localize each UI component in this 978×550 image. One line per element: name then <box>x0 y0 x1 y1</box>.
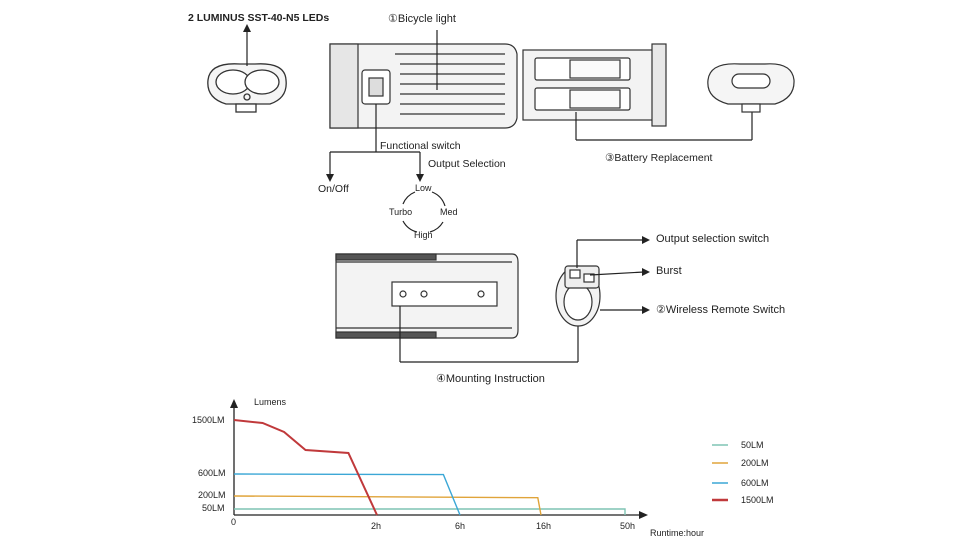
legend-label-50: 50LM <box>741 440 764 450</box>
x-tick-2h: 2h <box>371 521 382 531</box>
mode-turbo-label: Turbo <box>389 207 413 217</box>
functional-switch-label: Functional switch <box>380 140 461 152</box>
series-line-200lm <box>233 495 542 516</box>
y-tick-200: 200LM <box>198 490 226 500</box>
series-line-1500lm <box>233 419 378 516</box>
y-tick-600: 600LM <box>198 468 226 478</box>
mounting-instruction-label: ④Mounting Instruction <box>436 373 545 385</box>
leds-label: 2 LUMINUS SST-40-N5 LEDs <box>188 12 330 24</box>
mode-cycle-arrows <box>402 191 446 233</box>
wireless-remote-switch <box>555 265 601 327</box>
y-tick-1500: 1500LM <box>192 415 225 425</box>
led-front-view <box>207 63 287 113</box>
output-selection-switch-label: Output selection switch <box>656 233 770 245</box>
burst-label: Burst <box>656 265 682 277</box>
x-axis-title: Runtime:hour <box>650 528 705 538</box>
mode-high-label: High <box>414 230 433 240</box>
legend-label-200: 200LM <box>741 458 769 468</box>
battery-replacement-label: ③Battery Replacement <box>605 152 713 164</box>
output-selection-label: Output Selection <box>428 158 506 170</box>
mode-low-label: Low <box>415 183 432 193</box>
x-tick-50h: 50h <box>620 521 636 531</box>
wireless-remote-label: ②Wireless Remote Switch <box>656 304 786 316</box>
series-line-600lm <box>233 473 461 516</box>
bicycle-light-label: ①Bicycle light <box>388 13 456 25</box>
battery-holder <box>522 43 667 127</box>
mode-med-label: Med <box>440 207 458 217</box>
battery-cap-view <box>707 63 795 113</box>
onoff-label: On/Off <box>318 183 349 195</box>
x-tick-6h: 6h <box>455 521 466 531</box>
legend-label-600: 600LM <box>741 478 769 488</box>
bicycle-light-side-view <box>329 43 518 129</box>
x-axis-arrow <box>639 511 648 519</box>
mounted-light-side-view <box>335 253 519 339</box>
y-tick-50: 50LM <box>202 503 225 513</box>
x-tick-0: 0 <box>231 517 237 527</box>
y-axis-title: Lumens <box>254 397 287 407</box>
series-line-50lm <box>234 508 626 515</box>
legend-label-1500: 1500LM <box>741 495 774 505</box>
y-axis-arrow <box>230 399 238 408</box>
x-tick-16h: 16h <box>536 521 552 531</box>
